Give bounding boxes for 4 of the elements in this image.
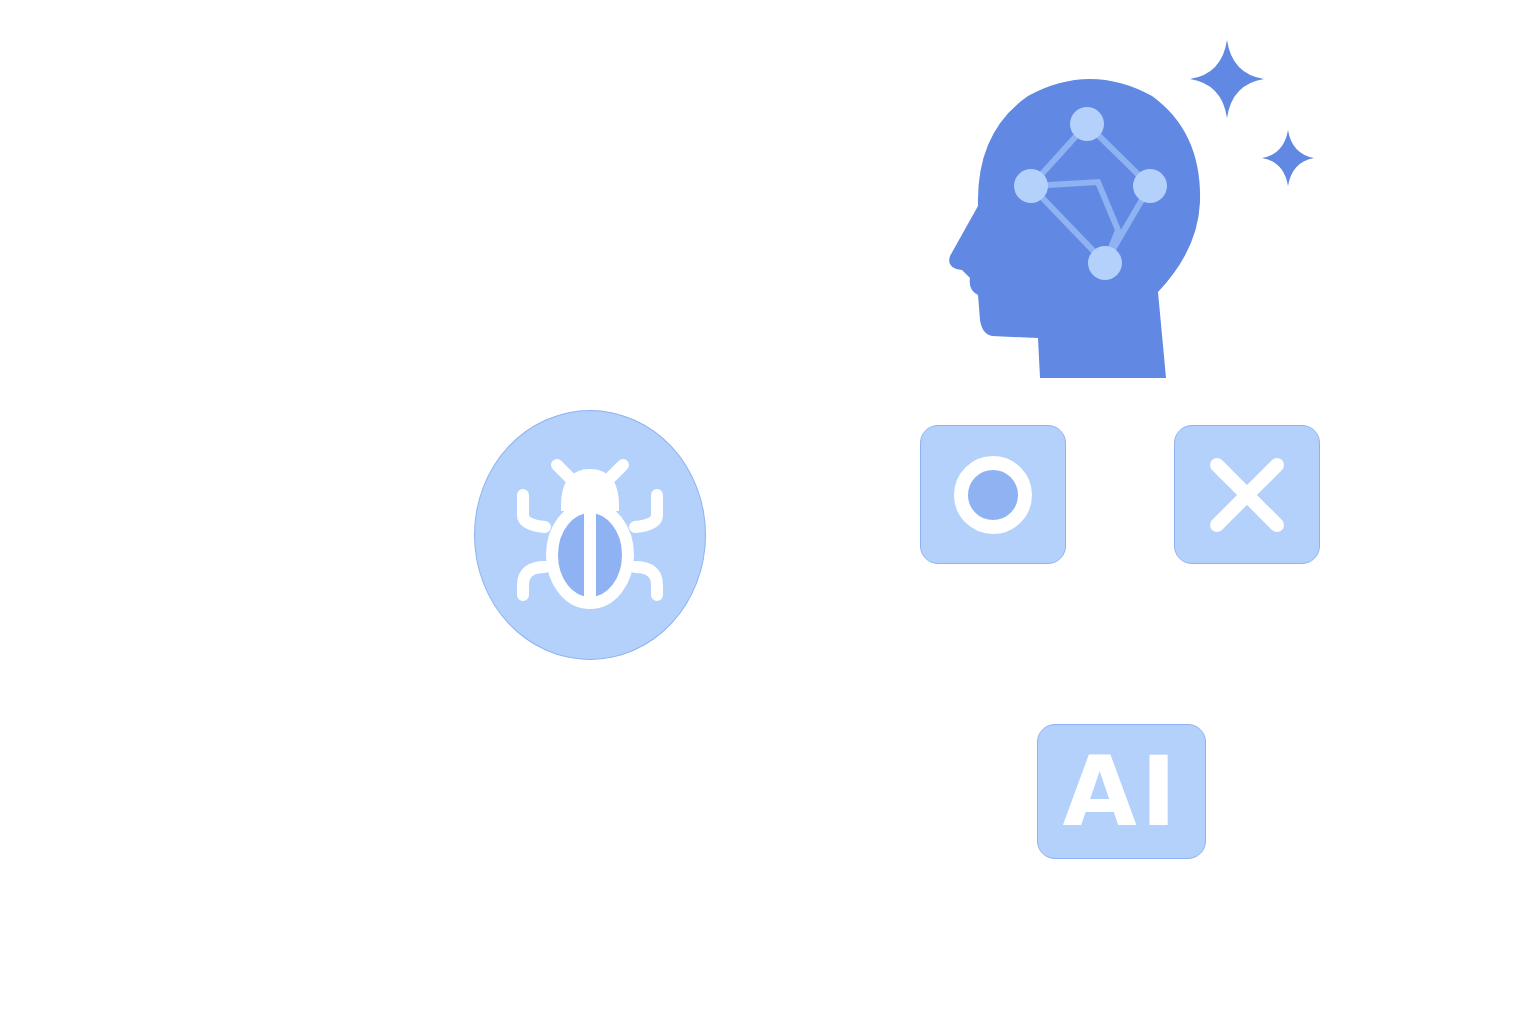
tile bbox=[920, 425, 1066, 564]
tile-label: AI bbox=[1062, 743, 1181, 840]
tile bbox=[1174, 425, 1320, 564]
tile bbox=[1037, 724, 1206, 859]
